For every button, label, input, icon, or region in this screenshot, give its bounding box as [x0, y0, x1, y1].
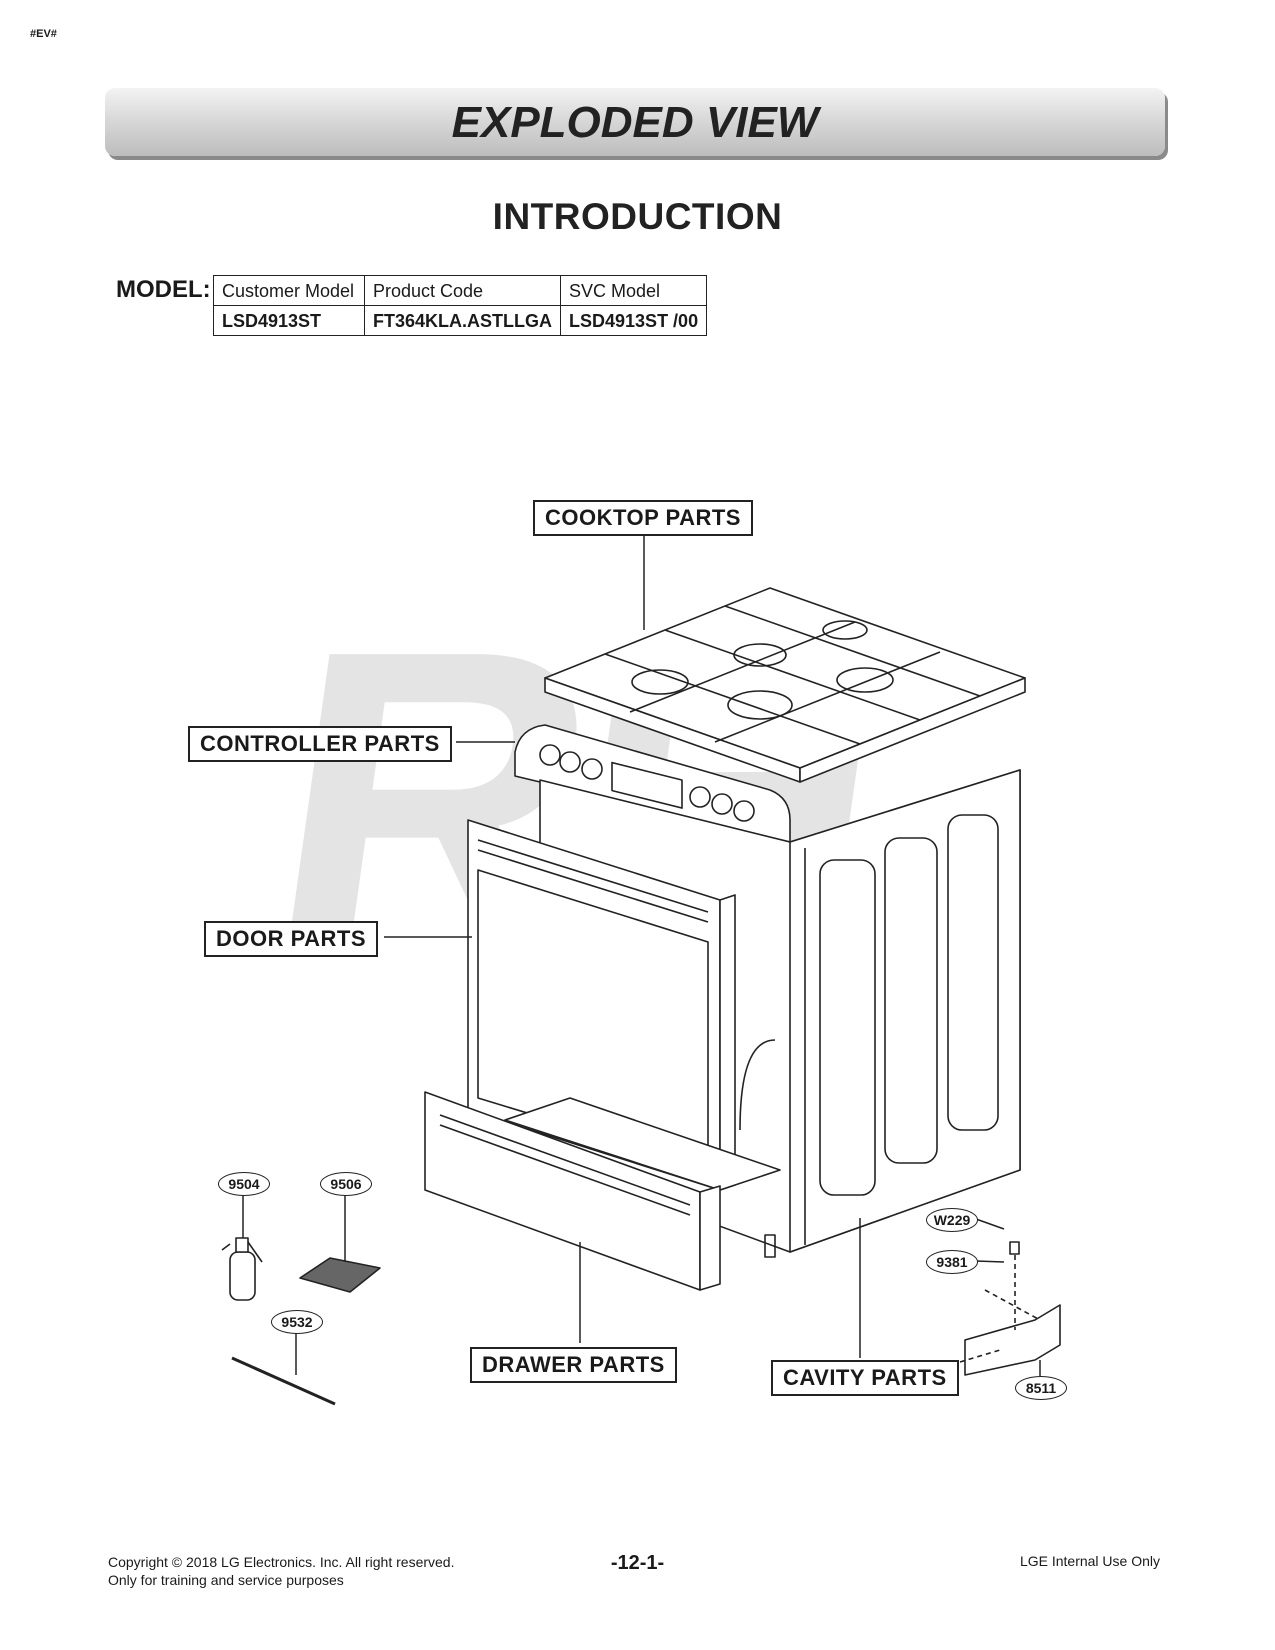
footer-copyright: Copyright © 2018 LG Electronics. Inc. Al… [108, 1554, 455, 1570]
anti-tip-bracket [959, 1241, 1061, 1376]
title-banner: EXPLODED VIEW [105, 88, 1165, 156]
drawer-mat [299, 1257, 381, 1293]
callout-9504[interactable]: 9504 [218, 1172, 270, 1196]
header-product-code: Product Code [363, 275, 562, 306]
callout-9381[interactable]: 9381 [926, 1250, 978, 1274]
cooktop-grate [544, 587, 1026, 783]
footer-training-note: Only for training and service purposes [108, 1572, 344, 1588]
leveling-leg [764, 1234, 776, 1258]
callout-9506[interactable]: 9506 [320, 1172, 372, 1196]
label-drawer-parts[interactable]: DRAWER PARTS [470, 1347, 677, 1383]
label-controller-parts[interactable]: CONTROLLER PARTS [188, 726, 452, 762]
label-door-parts[interactable]: DOOR PARTS [204, 921, 379, 957]
page-number: -12-1- [610, 1552, 665, 1574]
section-title: INTRODUCTION [492, 196, 783, 237]
model-label: MODEL: [116, 276, 211, 303]
header-customer-model: Customer Model [213, 275, 365, 306]
spray-bottle [221, 1237, 263, 1301]
label-cooktop-parts[interactable]: COOKTOP PARTS [533, 500, 753, 536]
leader-lines [242, 532, 1041, 1376]
rack-rod [231, 1356, 336, 1406]
banner-title: EXPLODED VIEW [451, 98, 819, 147]
warming-drawer [424, 1091, 781, 1291]
oven-door [467, 819, 736, 1191]
callout-8511[interactable]: 8511 [1015, 1376, 1067, 1400]
model-table-header-row: Customer Model Product Code SVC Model [213, 275, 708, 306]
label-cavity-parts[interactable]: CAVITY PARTS [771, 1360, 959, 1396]
header-tag: #EV# [30, 28, 57, 40]
footer-internal-note: LGE Internal Use Only [1019, 1553, 1160, 1569]
footer-left: Copyright © 2018 LG Electronics. Inc. Al… [108, 1553, 454, 1589]
value-product-code: FT364KLA.ASTLLGA [363, 305, 562, 336]
callout-w229[interactable]: W229 [926, 1208, 978, 1232]
model-table-value-row: LSD4913ST FT364KLA.ASTLLGA LSD4913ST /00 [213, 305, 708, 336]
value-svc-model: LSD4913ST /00 [560, 305, 708, 336]
model-table: Customer Model Product Code SVC Model LS… [213, 275, 708, 336]
callout-9532[interactable]: 9532 [271, 1310, 323, 1334]
control-panel [514, 724, 791, 843]
value-customer-model: LSD4913ST [213, 305, 365, 336]
